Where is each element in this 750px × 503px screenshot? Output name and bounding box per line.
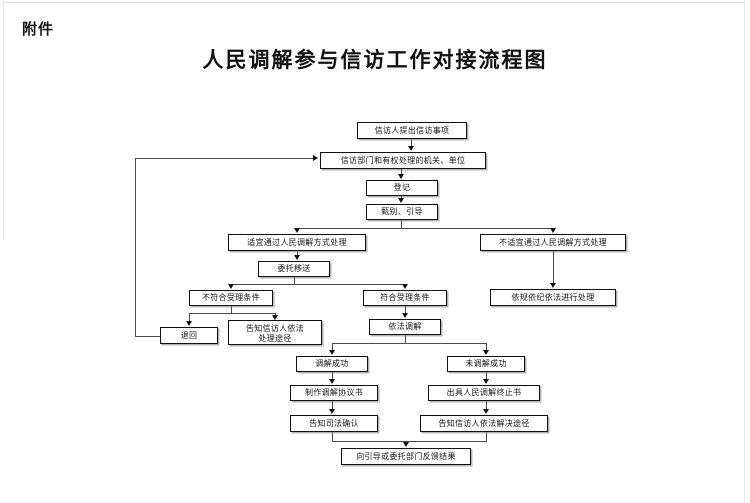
edge-merge-bar: [332, 441, 487, 442]
node-inform-legal-channels-line1: 告知信访人依法: [245, 324, 305, 333]
edge-n7-n10-arrow: [402, 284, 408, 289]
edge-n9-stem: [231, 306, 232, 313]
node-not-suitable-for-mediation[interactable]: 不适宜通过人民调解方式处理: [480, 234, 626, 251]
node-mediation-succeeded[interactable]: 调解成功: [296, 356, 368, 372]
edge-n10-n13-line: [405, 306, 406, 315]
edge-n4-stem: [401, 220, 402, 228]
edge-n15-n17-arrow: [483, 379, 489, 384]
edge-n9-n12-arrow: [272, 315, 278, 320]
edge-n4-n5-arrow: [294, 228, 300, 233]
node-not-meeting-conditions[interactable]: 不符合受理条件: [189, 290, 273, 306]
page-edge-left: [3, 0, 4, 240]
node-entrust-transfer[interactable]: 委托移送: [258, 261, 330, 277]
node-screening-guidance[interactable]: 甄别、引导: [366, 204, 438, 220]
edge-n14-n16-line: [332, 372, 333, 380]
edge-n2-n3-line: [401, 169, 402, 175]
node-feedback-to-department[interactable]: 向引导或委托部门反馈结果: [341, 448, 471, 465]
edge-n2-n3-arrow: [398, 174, 404, 179]
node-draft-mediation-agreement[interactable]: 制作调解协议书: [290, 385, 378, 401]
edge-n13-n14-arrow: [329, 350, 335, 355]
edge-n6-n8-line: [553, 251, 554, 283]
node-lawful-mediation[interactable]: 依法调解: [369, 319, 441, 335]
edge-n13-n14-drop: [332, 343, 333, 351]
page-edge-top: [3, 2, 745, 3]
edge-n16-n18-arrow: [329, 409, 335, 414]
node-registration[interactable]: 登记: [366, 180, 438, 196]
node-return[interactable]: 退回: [160, 327, 218, 344]
page-title: 人民调解参与信访工作对接流程图: [202, 47, 548, 72]
edge-n4-split-bar: [297, 228, 553, 229]
edge-n10-n13-arrow: [402, 313, 408, 318]
edge-n13-n15-drop: [486, 343, 487, 351]
attachment-label: 附件: [22, 20, 55, 38]
edge-n9-split-bar: [189, 313, 275, 314]
edge-n14-n16-arrow: [329, 379, 335, 384]
node-inform-judicial-confirmation[interactable]: 告知司法确认: [290, 415, 378, 432]
edge-n7-split-bar: [231, 284, 405, 285]
edge-n1-n2-arrow: [408, 146, 414, 151]
edge-n13-stem: [405, 335, 406, 343]
node-petition-department[interactable]: 信访部门和有权处理的机关、单位: [320, 152, 486, 169]
edge-n3-n4-arrow: [398, 198, 404, 203]
node-suitable-for-mediation[interactable]: 适宜通过人民调解方式处理: [228, 234, 366, 251]
edge-n3-n4-line: [401, 196, 402, 199]
edge-n7-n9-arrow: [228, 284, 234, 289]
edge-n9-n11-drop: [189, 313, 190, 323]
edge-n1-n2-line: [411, 139, 412, 147]
node-meeting-conditions[interactable]: 符合受理条件: [363, 290, 447, 306]
edge-n7-stem: [294, 277, 295, 284]
edge-n17-n19-line: [486, 401, 487, 410]
edge-n9-n11-arrow: [186, 321, 192, 326]
edge-n4-n6-arrow: [550, 228, 556, 233]
edge-n5-n7-line: [297, 251, 298, 256]
node-inform-legal-channels[interactable]: 告知信访人依法 处理途径: [228, 320, 322, 345]
node-inform-legal-channels-line2: 处理途径: [258, 334, 292, 343]
edge-feedback-vertical: [135, 158, 136, 336]
node-handle-per-regulations[interactable]: 依规依纪依法进行处理: [490, 289, 616, 306]
edge-n13-split-bar: [332, 343, 486, 344]
edge-n5-n7-arrow: [294, 255, 300, 260]
node-inform-lawful-resolution[interactable]: 告知信访人依法解决途径: [420, 415, 548, 432]
edge-feedback-arrow: [313, 155, 318, 161]
edge-feedback-bottom: [135, 336, 161, 337]
node-petitioner-submits[interactable]: 信访人提出信访事项: [357, 122, 467, 139]
edge-n18-merge-drop: [332, 432, 333, 441]
edge-feedback-top: [135, 158, 313, 159]
edge-n17-n19-arrow: [483, 409, 489, 414]
edge-n13-n15-arrow: [483, 350, 489, 355]
edge-n15-n17-line: [486, 372, 487, 380]
edge-n16-n18-line: [332, 401, 333, 410]
node-issue-termination-certificate[interactable]: 出具人民调解终止书: [428, 385, 540, 401]
edge-n19-merge-drop: [486, 432, 487, 441]
node-mediation-failed[interactable]: 未调解成功: [447, 356, 525, 372]
page-edge-right: [744, 0, 745, 503]
edge-n6-n8-arrow: [550, 283, 556, 288]
edge-n20-arrow: [403, 442, 409, 447]
